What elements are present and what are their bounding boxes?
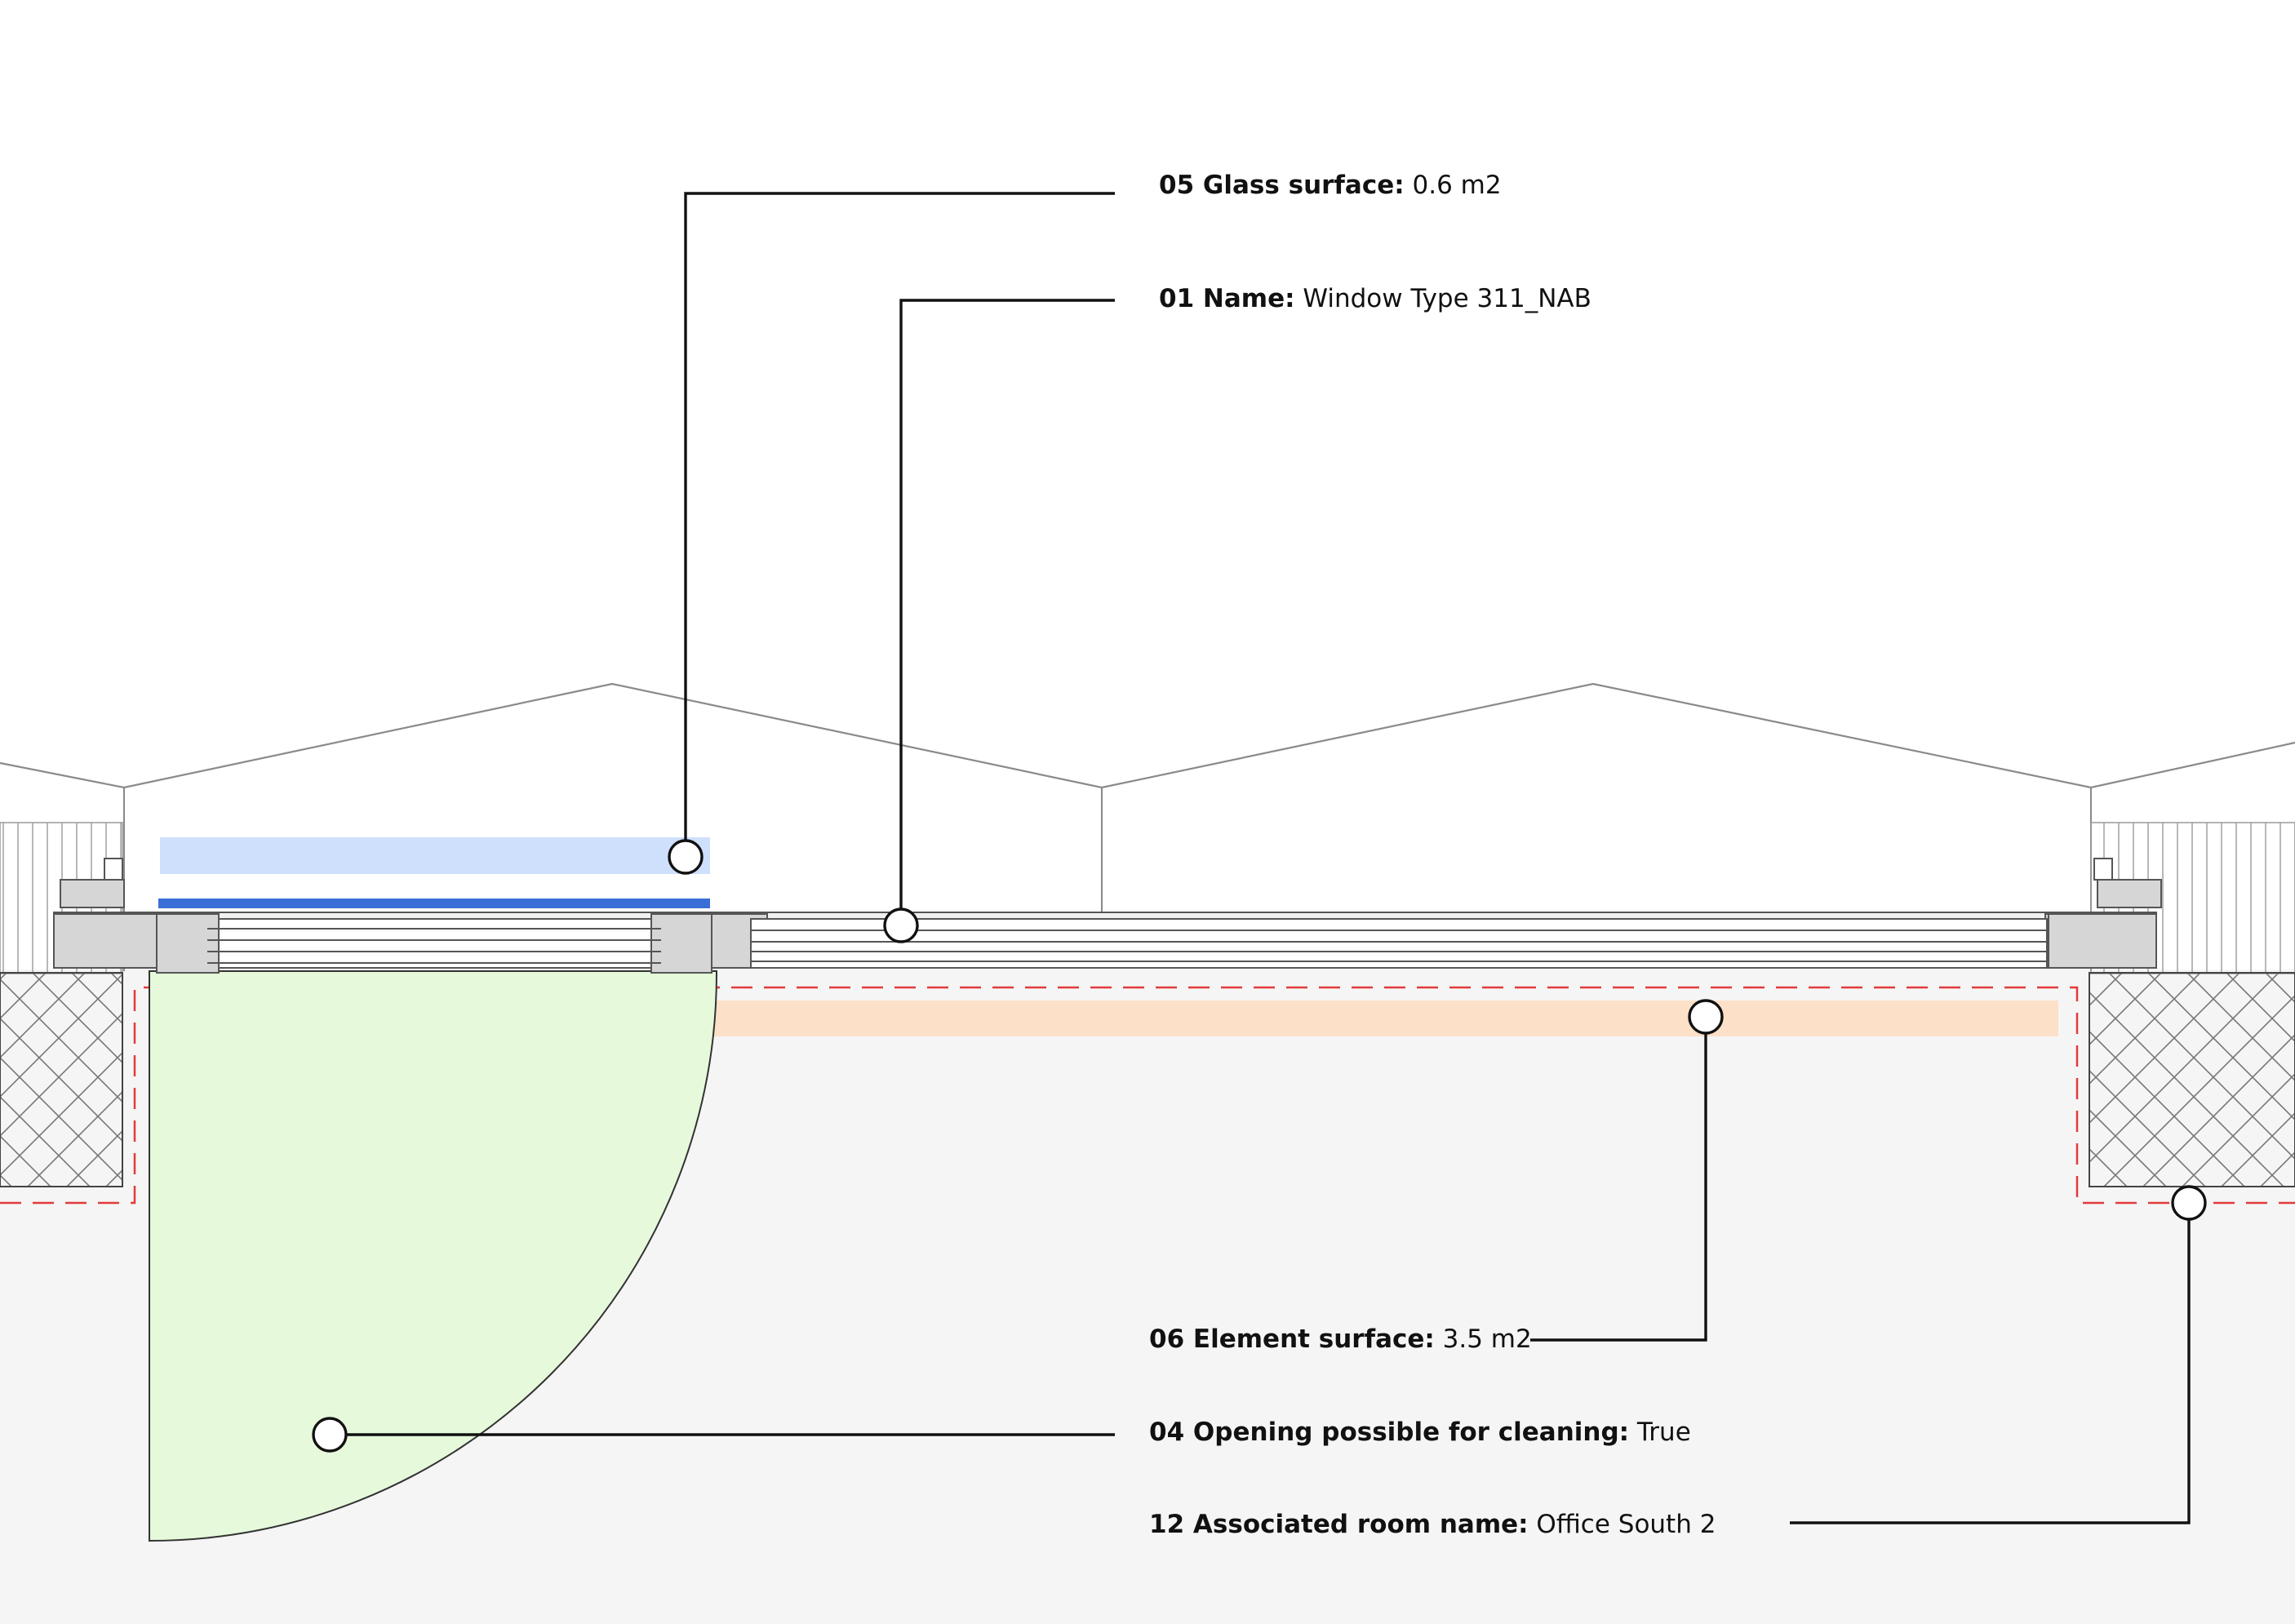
annotation-key: 01 Name: [1159, 284, 1295, 313]
annotation-opening-cleaning: 04 Opening possible for cleaning: True [1149, 1420, 1691, 1445]
element-boundary [0, 986, 2295, 1205]
annotation-value: 0.6 m2 [1412, 171, 1502, 200]
annotation-value: True [1636, 1418, 1691, 1447]
annotation-name: 01 Name: Window Type 311_NAB [1159, 286, 1591, 312]
leader-lines [330, 192, 2191, 1524]
callout-marker-element-surface [1688, 999, 1724, 1035]
annotation-value: 3.5 m2 [1442, 1324, 1532, 1354]
callout-marker-name [883, 907, 919, 943]
annotation-value: Office South 2 [1536, 1510, 1716, 1539]
annotation-element-surface: 06 Element surface: 3.5 m2 [1149, 1327, 1532, 1352]
callout-marker-opening [312, 1417, 348, 1453]
annotation-room-name: 12 Associated room name: Office South 2 [1149, 1512, 1716, 1537]
annotation-key: 04 Opening possible for cleaning: [1149, 1418, 1630, 1447]
annotation-key: 06 Element surface: [1149, 1324, 1435, 1354]
annotation-glass-surface: 05 Glass surface: 0.6 m2 [1159, 173, 1502, 198]
wall-left [0, 972, 123, 1187]
opening-swing-arc [149, 970, 718, 1542]
annotation-key: 12 Associated room name: [1149, 1510, 1529, 1539]
glass-pane-blue [158, 899, 710, 908]
callout-marker-room [2171, 1185, 2207, 1221]
annotation-value: Window Type 311_NAB [1303, 284, 1591, 313]
window-frame [53, 858, 2162, 974]
wall-right [2089, 972, 2295, 1187]
roof-outline [0, 682, 2295, 789]
callout-marker-glass-surface [668, 839, 704, 875]
annotation-key: 05 Glass surface: [1159, 171, 1405, 200]
glass-surface-highlight [160, 837, 710, 874]
